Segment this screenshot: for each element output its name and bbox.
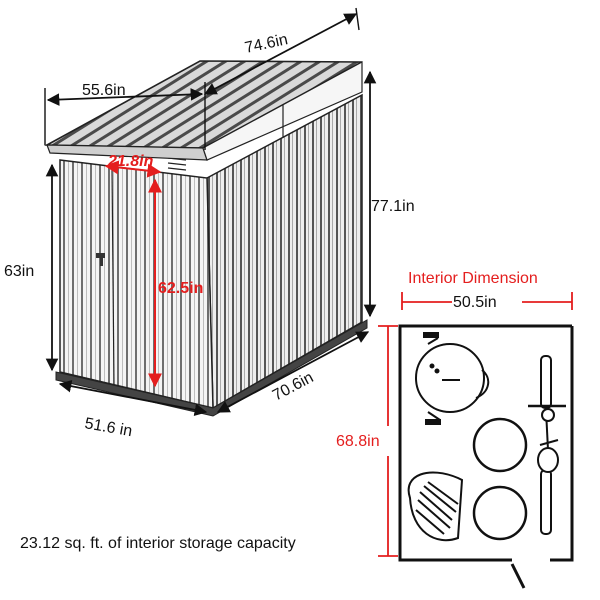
vent-slots — [167, 157, 187, 171]
door-handle-icon — [96, 253, 105, 258]
door-width-label: 21.8in — [107, 153, 154, 170]
interior-width-label: 50.5in — [453, 294, 497, 311]
round-container-icon — [472, 485, 528, 541]
round-container-icon — [472, 417, 528, 473]
capacity-note: 23.12 sq. ft. of interior storage capaci… — [20, 535, 296, 552]
shed-illustration — [43, 60, 368, 417]
shed-door-seam — [111, 166, 115, 387]
bicycle-icon — [528, 355, 566, 535]
total-height-label: 77.1in — [371, 198, 415, 215]
room-outline — [398, 324, 574, 589]
door-height-label: 62.5in — [158, 280, 203, 297]
interior-floor-plan: Interior Dimension 50.5in 68.8in — [336, 270, 574, 589]
dimension-lines — [44, 7, 377, 417]
front-height-label: 63in — [4, 263, 34, 280]
door-dimension-lines — [104, 160, 162, 388]
interior-depth-label: 68.8in — [336, 433, 380, 450]
chair-icon — [407, 471, 464, 542]
roof-width-label: 55.6in — [82, 82, 126, 99]
grill-icon — [415, 332, 490, 425]
base-width-label: 51.6 in — [83, 415, 133, 440]
interior-title: Interior Dimension — [408, 270, 538, 287]
